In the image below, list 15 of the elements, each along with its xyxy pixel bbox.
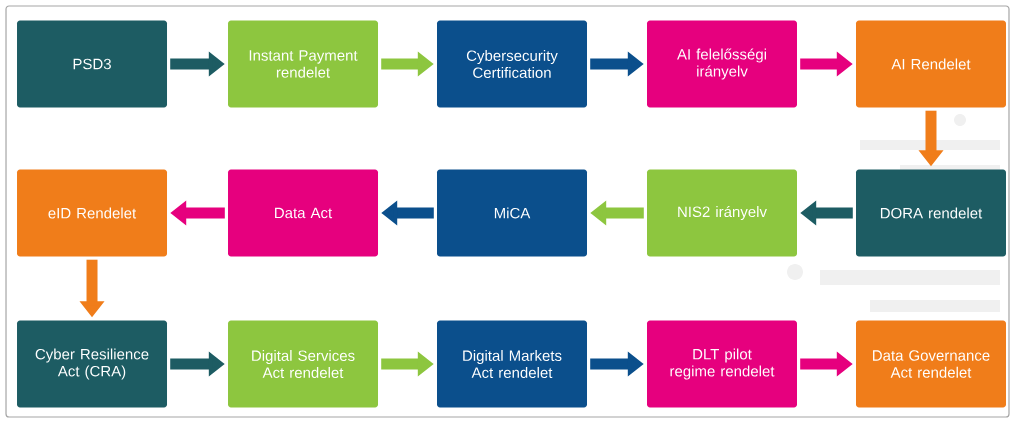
process-box: DLT pilot regime rendelet <box>647 320 797 408</box>
process-box: Digital Markets Act rendelet <box>437 320 587 408</box>
process-box: DORA rendelet <box>856 169 1006 257</box>
process-box: Cyber Resilience Act (CRA) <box>17 320 167 408</box>
process-box: PSD3 <box>17 20 167 108</box>
process-box: Data Act <box>228 169 378 257</box>
process-box: AI felelősségi irányelv <box>647 20 797 108</box>
process-box: eID Rendelet <box>17 169 167 257</box>
process-box: MiCA <box>437 169 587 257</box>
process-box: Digital Services Act rendelet <box>228 320 378 408</box>
process-box: Data Governance Act rendelet <box>856 320 1006 408</box>
process-box: NIS2 irányelv <box>647 169 797 257</box>
process-box: Instant Payment rendelet <box>228 20 378 108</box>
process-box: Cybersecurity Certification <box>437 20 587 108</box>
process-box: AI Rendelet <box>856 20 1006 108</box>
